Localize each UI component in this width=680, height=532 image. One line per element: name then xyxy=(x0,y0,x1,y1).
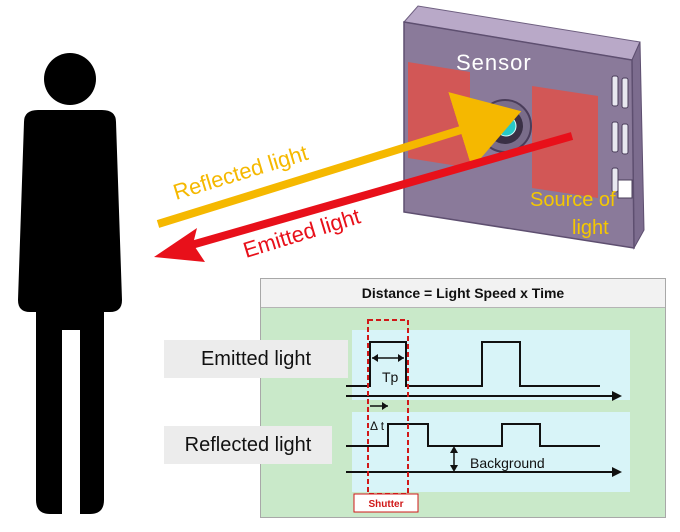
person-icon xyxy=(18,53,122,514)
reflected-light-arrow xyxy=(156,92,522,228)
sensor-device xyxy=(403,5,645,250)
emitted-light-arrowhead xyxy=(154,228,205,262)
emitted-row-label: Emitted light xyxy=(164,340,348,378)
emitter-pad-left xyxy=(408,62,470,168)
timing-diagram-panel: Distance = Light Speed x Time xyxy=(260,278,666,518)
reflected-row-label: Reflected light xyxy=(164,426,332,464)
source-label-line2: light xyxy=(572,217,609,239)
timing-diagram-title: Distance = Light Speed x Time xyxy=(261,279,665,308)
sensor-label: Sensor xyxy=(456,50,532,75)
source-label-line1: Source of xyxy=(530,189,616,211)
emitted-light-arrow-shaft xyxy=(186,132,574,250)
